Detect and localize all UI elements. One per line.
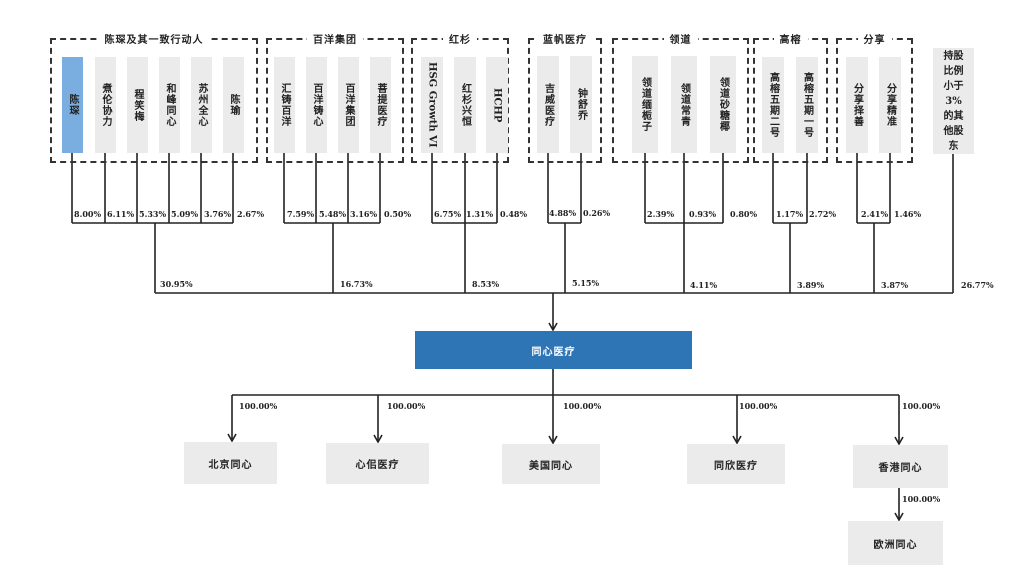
holder-pct: 0.93% xyxy=(689,209,717,219)
group-total-pct: 5.15% xyxy=(572,278,600,288)
shareholder-box: 百洋铸心 xyxy=(306,57,327,153)
shareholder-box: HCHP xyxy=(486,57,508,153)
shareholder-box: 汇铸百洋 xyxy=(274,57,295,153)
shareholder-box: 菩提医疗 xyxy=(370,57,391,153)
holder-pct: 0.26% xyxy=(583,208,611,218)
holder-pct: 5.09% xyxy=(171,209,199,219)
shareholder-box: 分享择善 xyxy=(846,57,868,153)
other-shareholders-label: 持股比例小于3%的其他股东 xyxy=(943,50,964,152)
shareholder-box: HSG Growth VI xyxy=(421,57,443,153)
shareholder-box: 煮伦协力 xyxy=(95,57,116,153)
holder-pct: 5.48% xyxy=(319,209,347,219)
shareholder-box: 高榕五期一号 xyxy=(796,57,818,153)
group-total-pct: 3.87% xyxy=(881,280,909,290)
group-title: 领道 xyxy=(663,31,698,46)
shareholder-box: 领道砂糖椰 xyxy=(710,56,736,153)
group-total-pct: 3.89% xyxy=(797,280,825,290)
shareholder-box: 红杉兴恒 xyxy=(454,57,476,153)
shareholder-box: 领道常青 xyxy=(671,56,697,153)
group-total-pct: 8.53% xyxy=(472,279,500,289)
subsidiary-box: 北京同心 xyxy=(184,442,277,484)
shareholder-box: 分享精准 xyxy=(879,57,901,153)
sub-subsidiary-pct: 100.00% xyxy=(902,494,941,504)
group-chen-chen: 陈琛及其一致行动人 xyxy=(50,31,258,163)
company-hub-box: 同心医疗 xyxy=(415,331,692,369)
arrow-down-icon xyxy=(894,512,904,522)
group-title: 百洋集团 xyxy=(307,31,363,46)
holder-pct: 2.67% xyxy=(237,209,265,219)
group-title: 红杉 xyxy=(443,31,477,46)
subsidiary-pct: 100.00% xyxy=(902,401,941,411)
shareholder-box: 钟舒乔 xyxy=(570,56,592,153)
holder-pct: 2.41% xyxy=(861,209,889,219)
holder-pct: 6.75% xyxy=(434,209,462,219)
shareholder-box: 和峰同心 xyxy=(159,57,180,153)
arrow-down-icon xyxy=(548,435,558,445)
holder-pct: 0.48% xyxy=(500,209,528,219)
group-fenxiang: 分享 xyxy=(836,31,913,163)
subsidiary-box: 香港同心 xyxy=(853,445,948,488)
holder-pct: 2.72% xyxy=(809,209,837,219)
group-lanfan: 蓝帆医疗 xyxy=(528,31,602,163)
group-baiyang: 百洋集团 xyxy=(266,31,404,163)
holder-pct: 0.50% xyxy=(384,209,412,219)
holder-pct: 5.33% xyxy=(139,209,167,219)
shareholder-box: 苏州全心 xyxy=(191,57,212,153)
other-shareholders-box: 持股比例小于3%的其他股东 xyxy=(933,48,974,154)
group-title: 分享 xyxy=(857,31,892,46)
subsidiary-pct: 100.00% xyxy=(739,401,778,411)
group-lingdao: 领道 xyxy=(612,31,749,163)
arrow-down-icon xyxy=(227,433,237,443)
group-gaorong: 高榕 xyxy=(753,31,828,163)
shareholder-box: 陈瑜 xyxy=(223,57,244,153)
holder-pct: 1.31% xyxy=(466,209,494,219)
shareholder-box: 陈琛 xyxy=(62,57,83,153)
shareholder-box: 吉威医疗 xyxy=(537,56,559,153)
sub-subsidiary-box: 欧洲同心 xyxy=(848,521,943,565)
group-title: 高榕 xyxy=(773,31,808,46)
holder-pct: 1.17% xyxy=(776,209,804,219)
holder-pct: 3.16% xyxy=(350,209,378,219)
arrow-down-icon xyxy=(548,322,558,332)
shareholder-box: 百洋集团 xyxy=(338,57,359,153)
subsidiary-pct: 100.00% xyxy=(239,401,278,411)
holder-pct: 1.46% xyxy=(894,209,922,219)
other-total-pct: 26.77% xyxy=(961,280,994,290)
group-total-pct: 30.95% xyxy=(160,279,193,289)
subsidiary-pct: 100.00% xyxy=(387,401,426,411)
holder-pct: 7.59% xyxy=(287,209,315,219)
shareholder-box: 程笑梅 xyxy=(127,57,148,153)
shareholder-box: 领道缅栀子 xyxy=(632,56,658,153)
holder-pct: 4.88% xyxy=(549,208,577,218)
holder-pct: 0.80% xyxy=(730,209,758,219)
subsidiary-pct: 100.00% xyxy=(563,401,602,411)
arrow-down-icon xyxy=(732,435,742,445)
holder-pct: 3.76% xyxy=(204,209,232,219)
group-title: 蓝帆医疗 xyxy=(537,31,593,46)
subsidiary-box: 同欣医疗 xyxy=(687,444,785,484)
group-hongshan: 红杉 xyxy=(411,31,509,163)
group-total-pct: 4.11% xyxy=(690,280,718,290)
holder-pct: 6.11% xyxy=(107,209,135,219)
holder-pct: 8.00% xyxy=(74,209,102,219)
shareholder-box: 高榕五期二号 xyxy=(762,57,784,153)
subsidiary-box: 心佀医疗 xyxy=(326,443,429,484)
subsidiary-box: 美国同心 xyxy=(502,444,600,484)
holder-pct: 2.39% xyxy=(647,209,675,219)
arrow-down-icon xyxy=(373,434,383,444)
group-title: 陈琛及其一致行动人 xyxy=(98,31,210,46)
group-total-pct: 16.73% xyxy=(340,279,373,289)
arrow-down-icon xyxy=(894,436,904,446)
